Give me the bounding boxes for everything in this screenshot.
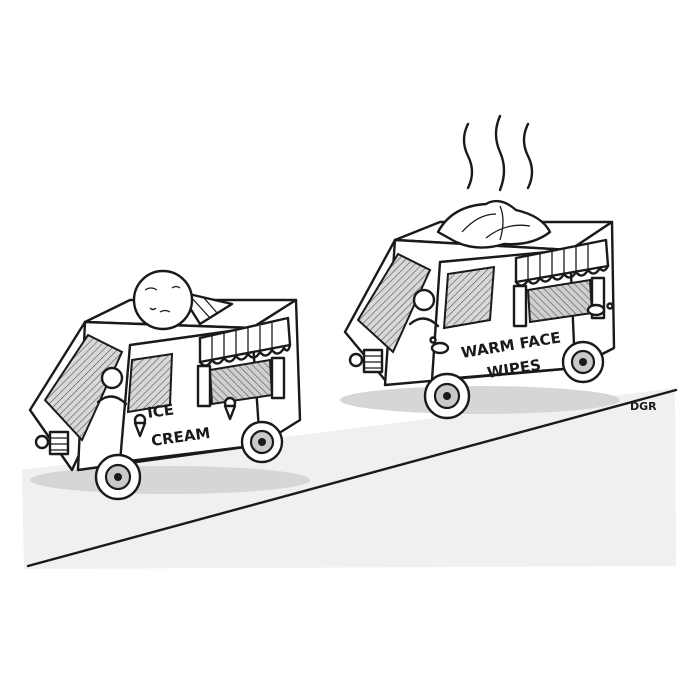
artist-signature: DGR	[630, 400, 657, 413]
towel-icon	[436, 199, 552, 249]
ice-cream-cone-icon	[133, 396, 237, 438]
driver-head	[100, 366, 124, 390]
soap-bubbles-icon	[429, 302, 614, 355]
front-wheel	[423, 372, 471, 420]
ground	[22, 388, 678, 569]
headlight	[34, 434, 50, 450]
rear-wheel	[240, 420, 284, 464]
headlight	[348, 352, 364, 368]
serving-window-awning	[512, 238, 610, 328]
side-window	[442, 265, 496, 330]
warm-face-wipes-truck: WARM FACE WIPES	[340, 114, 620, 420]
serving-window-awning	[196, 316, 292, 408]
scoop-icon	[132, 269, 234, 331]
sign-line-1: ICE	[146, 400, 175, 422]
grille	[362, 348, 384, 374]
rear-wheel	[561, 340, 605, 384]
driver-head	[412, 288, 436, 312]
windshield	[356, 252, 432, 354]
steam-lines-icon	[462, 114, 534, 192]
ice-cream-truck: ICE CREAM	[28, 269, 310, 501]
grille	[48, 430, 70, 456]
windshield	[43, 333, 124, 442]
front-wheel	[94, 453, 142, 501]
side-window	[126, 352, 174, 414]
